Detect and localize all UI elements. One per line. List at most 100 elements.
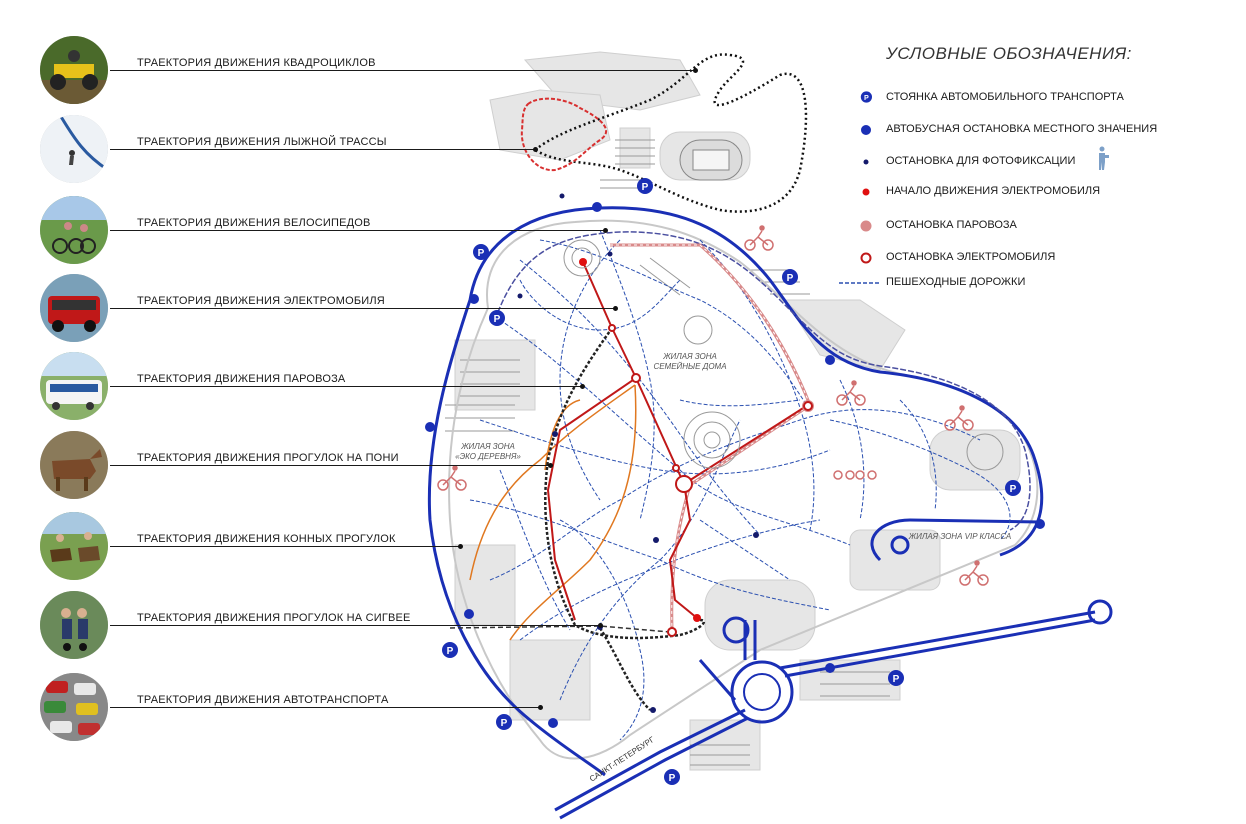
horse-route — [544, 327, 706, 711]
legend-footpath: ПЕШЕХОДНЫЕ ДОРОЖКИ — [838, 273, 1238, 293]
route-item: ТРАЕКТОРИЯ ДВИЖЕНИЯ ВЕЛОСИПЕДОВ — [40, 196, 700, 266]
legend-label: СТОЯНКА АВТОМОБИЛЬНОГО ТРАНСПОРТА — [886, 91, 1124, 103]
vip-cul-de-sac — [890, 535, 910, 555]
route-item: ТРАЕКТОРИЯ ДВИЖЕНИЯ КОННЫХ ПРОГУЛОК — [40, 512, 700, 582]
parking-letter: P — [494, 314, 501, 325]
parking-letters: P P P P P P P P P — [447, 182, 1017, 784]
route-leader-dot — [538, 705, 543, 710]
route-item: ТРАЕКТОРИЯ ДВИЖЕНИЯ ПАРОВОЗА — [40, 352, 700, 422]
legend-label: НАЧАЛО ДВИЖЕНИЯ ЭЛЕКТРОМОБИЛЯ — [886, 185, 1101, 197]
route-leader-dot — [693, 68, 698, 73]
route-label: ТРАЕКТОРИЯ ДВИЖЕНИЯ ЛЫЖНОЙ ТРАССЫ — [137, 136, 387, 148]
route-label: ТРАЕКТОРИЯ ДВИЖЕНИЯ ПАРОВОЗА — [137, 373, 346, 385]
zone-family-line1: ЖИЛАЯ ЗОНА — [663, 352, 717, 361]
zone-family-line2: СЕМЕЙНЫЕ ДОМА — [653, 362, 727, 371]
route-leader-line — [110, 386, 582, 387]
electromobile-start-icon — [862, 188, 870, 196]
legend-label: ПЕШЕХОДНЫЕ ДОРОЖКИ — [886, 276, 1026, 288]
electromobile-starts — [579, 258, 701, 622]
route-leader-line — [110, 230, 605, 231]
route-label: ТРАЕКТОРИЯ ДВИЖЕНИЯ ЭЛЕКТРОМОБИЛЯ — [137, 295, 385, 307]
route-leader-line — [110, 707, 540, 708]
parking-letter: P — [501, 718, 508, 729]
parking-letter: P — [478, 248, 485, 259]
train-stop-icon — [860, 220, 872, 232]
bicycle-icons — [437, 225, 989, 586]
route-leader-line — [110, 625, 600, 626]
legend-label: ОСТАНОВКА ДЛЯ ФОТОФИКСАЦИИ — [886, 155, 1076, 167]
pony-photo — [40, 431, 108, 499]
electromobile-route — [546, 261, 809, 621]
route-label: ТРАЕКТОРИЯ ДВИЖЕНИЯ КОННЫХ ПРОГУЛОК — [137, 533, 396, 545]
parking-letter: P — [447, 646, 454, 657]
route-item: ТРАЕКТОРИЯ ДВИЖЕНИЯ КВАДРОЦИКЛОВ — [40, 36, 700, 106]
stadium — [679, 139, 743, 181]
bus-stops — [425, 202, 1045, 728]
zone-label-vip: ЖИЛАЯ ЗОНА VIP КЛАССА — [905, 532, 1015, 542]
footpath-icon — [839, 282, 879, 284]
legend-photo-stop: ОСТАНОВКА ДЛЯ ФОТОФИКСАЦИИ — [838, 146, 1238, 172]
zone-vip-line1: ЖИЛАЯ ЗОНА VIP КЛАССА — [908, 532, 1012, 541]
zone-label-family: ЖИЛАЯ ЗОНА СЕМЕЙНЫЕ ДОМА — [650, 352, 730, 372]
legend-train-stop: ОСТАНОВКА ПАРОВОЗА — [838, 216, 1238, 236]
bicycle-route — [494, 231, 1031, 531]
legend-label: АВТОБУСНАЯ ОСТАНОВКА МЕСТНОГО ЗНАЧЕНИЯ — [886, 123, 1158, 135]
electromobile-photo — [40, 274, 108, 342]
electromobile-stop-icon — [860, 252, 872, 264]
route-leader-dot — [458, 544, 463, 549]
route-label: ТРАЕКТОРИЯ ДВИЖЕНИЯ КВАДРОЦИКЛОВ — [137, 57, 376, 69]
photo-stop-icon — [863, 159, 869, 165]
main-road — [427, 206, 1096, 820]
legend-parking: P СТОЯНКА АВТОМОБИЛЬНОГО ТРАНСПОРТА — [838, 88, 1238, 108]
route-leader-dot — [598, 623, 603, 628]
legend-electromobile-stop: ОСТАНОВКА ЭЛЕКТРОМОБИЛЯ — [838, 248, 1238, 268]
train-photo — [40, 352, 108, 420]
end-roundabout — [1087, 599, 1113, 625]
bicycle-photo — [40, 196, 108, 264]
parking-letter: P — [1010, 484, 1017, 495]
route-leader-dot — [603, 228, 608, 233]
parking-letter: P — [669, 773, 676, 784]
route-leader-line — [110, 149, 535, 150]
zone-label-eco: ЖИЛАЯ ЗОНА «ЭКО ДЕРЕВНЯ» — [448, 442, 528, 462]
atv-route — [532, 53, 808, 213]
roundabout-inner — [743, 673, 781, 711]
route-label: ТРАЕКТОРИЯ ДВИЖЕНИЯ ПРОГУЛОК НА СИГВЕЕ — [137, 612, 411, 624]
atv-photo — [40, 36, 108, 104]
legend-label: ОСТАНОВКА ЭЛЕКТРОМОБИЛЯ — [886, 251, 1056, 263]
bus-stop-icon — [861, 125, 871, 135]
photographer-icon — [1099, 146, 1109, 170]
parking-icon: P — [860, 91, 872, 103]
segway-route — [449, 625, 671, 633]
parking-markers — [442, 178, 1021, 785]
parking-letter: P — [642, 182, 649, 193]
route-label: ТРАЕКТОРИЯ ДВИЖЕНИЯ ВЕЛОСИПЕДОВ — [137, 217, 371, 229]
zone-eco-line2: «ЭКО ДЕРЕВНЯ» — [455, 452, 521, 461]
route-leader-dot — [548, 463, 553, 468]
ski-route — [520, 97, 608, 172]
zone-eco-line1: ЖИЛАЯ ЗОНА — [461, 442, 515, 451]
parking-letter: P — [787, 273, 794, 284]
horse-photo — [40, 512, 108, 580]
route-leader-dot — [613, 306, 618, 311]
route-item: ТРАЕКТОРИЯ ДВИЖЕНИЯ ЭЛЕКТРОМОБИЛЯ — [40, 274, 700, 344]
route-label: ТРАЕКТОРИЯ ДВИЖЕНИЯ ПРОГУЛОК НА ПОНИ — [137, 452, 399, 464]
pony-route — [469, 384, 637, 641]
route-item: ТРАЕКТОРИЯ ДВИЖЕНИЯ АВТОТРАНСПОРТА — [40, 673, 700, 743]
ski-photo — [40, 115, 108, 183]
route-leader-dot — [580, 384, 585, 389]
route-item: ТРАЕКТОРИЯ ДВИЖЕНИЯ ПРОГУЛОК НА СИГВЕЕ — [40, 591, 700, 661]
legend-electromobile-start: НАЧАЛО ДВИЖЕНИЯ ЭЛЕКТРОМОБИЛЯ — [838, 182, 1238, 202]
parking-icon-letter: P — [864, 93, 869, 102]
route-leader-dot — [533, 147, 538, 152]
route-item: ТРАЕКТОРИЯ ДВИЖЕНИЯ ПРОГУЛОК НА ПОНИ — [40, 431, 700, 501]
cars-photo — [40, 673, 108, 741]
route-leader-line — [110, 546, 460, 547]
legend-label: ОСТАНОВКА ПАРОВОЗА — [886, 219, 1017, 231]
parking-letter: P — [893, 674, 900, 685]
route-leader-line — [110, 465, 550, 466]
route-item: ТРАЕКТОРИЯ ДВИЖЕНИЯ ЛЫЖНОЙ ТРАССЫ — [40, 115, 700, 185]
segway-photo — [40, 591, 108, 659]
route-label: ТРАЕКТОРИЯ ДВИЖЕНИЯ АВТОТРАНСПОРТА — [137, 694, 389, 706]
